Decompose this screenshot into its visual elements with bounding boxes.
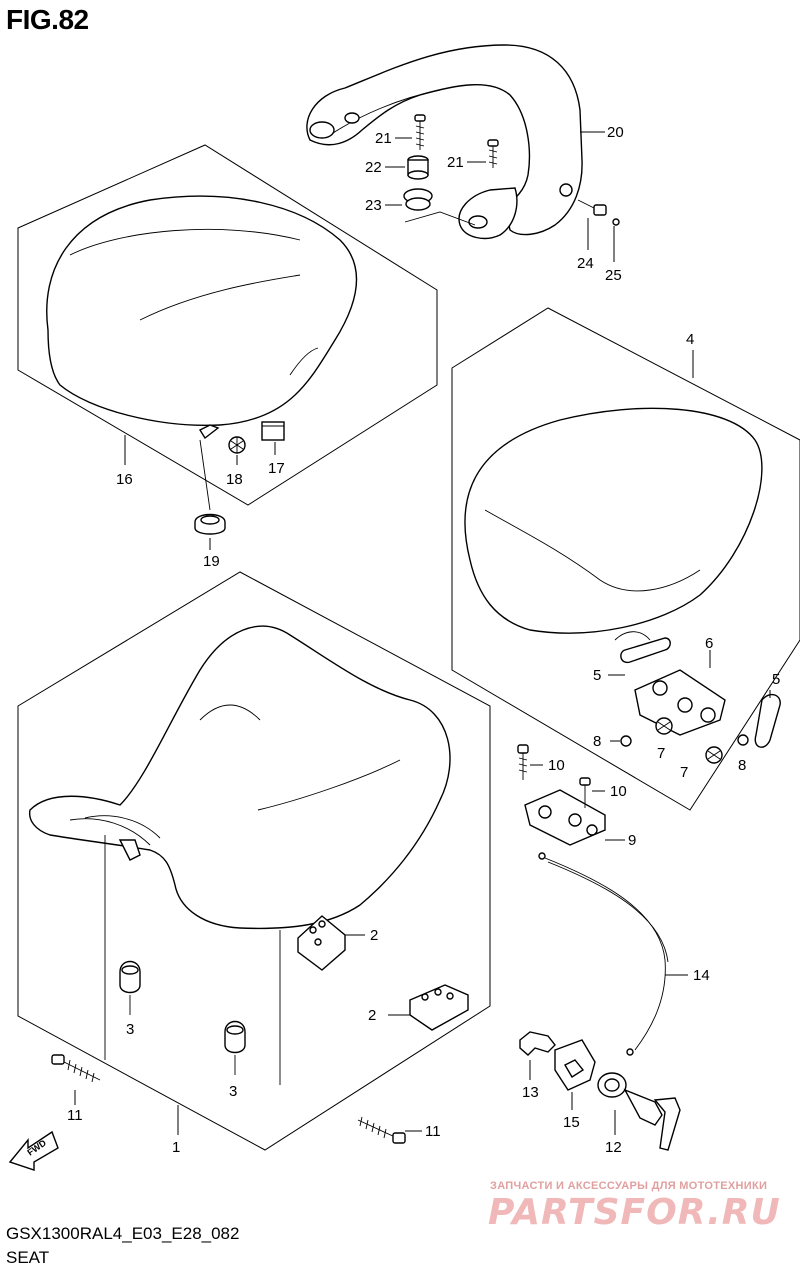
washer-8b [737,734,749,746]
seat-lock-set-12 [597,1072,681,1151]
callout-9: 9 [628,832,636,849]
pillion-seat-box [451,307,800,811]
seat-lock-cable [538,852,688,1056]
callout-21a: 21 [375,130,392,147]
bracket-6 [634,650,726,736]
cushion-3b [224,1020,246,1075]
callout-14: 14 [693,967,710,984]
callout-17: 17 [268,460,285,477]
callout-21b: 21 [447,154,464,171]
grommet-23 [403,188,476,226]
callout-8b: 8 [738,757,746,774]
seat-cowl-drawing [46,195,358,511]
callout-7b: 7 [680,764,688,781]
callout-1: 1 [172,1139,180,1156]
callout-23: 23 [365,197,382,214]
grab-rail-drawing [306,44,605,240]
callout-15: 15 [563,1114,580,1131]
callout-4: 4 [686,331,694,348]
nut-7a [655,717,673,735]
section-title: SEAT [6,1248,50,1267]
cushion-5 [754,693,781,748]
callout-8a: 8 [593,733,601,750]
bolt-10a [517,744,529,780]
main-seat-drawing [28,625,451,1135]
nut-7b [705,746,723,764]
callout-2b: 2 [368,1007,376,1024]
bolt-11b [357,1116,422,1144]
callout-5b: 5 [772,671,780,688]
washer-8a [620,735,632,747]
callout-24: 24 [577,255,594,272]
cushion-3a [119,960,141,1015]
cushion-2b [388,984,469,1031]
bolt-24 [577,199,607,216]
seat-cover-box [17,144,438,506]
watermark-tagline: ЗАПЧАСТИ И АКСЕССУАРЫ ДЛЯ МОТОТЕХНИКИ [490,1180,768,1192]
main-seat-box [17,571,491,1151]
cushion-2a [297,915,365,971]
callout-12: 12 [605,1139,622,1156]
callout-6: 6 [705,635,713,652]
watermark-logo: PARTSFOR.RU [488,1192,781,1233]
callout-19: 19 [203,553,220,570]
cover-15 [554,1039,596,1110]
model-code: GSX1300RAL4_E03_E28_082 [6,1224,240,1243]
callout-22: 22 [365,159,382,176]
callout-7a: 7 [657,745,665,762]
holder-13 [519,1031,556,1080]
fwd-arrow-icon [8,1130,59,1171]
seat-lock-drawing [524,789,625,846]
callout-11b: 11 [425,1123,441,1140]
leader-lines [209,137,771,792]
callout-10a: 10 [548,757,565,774]
callout-3b: 3 [229,1083,237,1100]
callout-2a: 2 [370,927,378,944]
callout-5a: 5 [593,667,601,684]
callout-25: 25 [605,267,622,284]
bolt-21b [487,139,499,168]
callout-3a: 3 [126,1021,134,1038]
collar-22 [407,155,429,180]
fastener-18 [228,436,246,454]
cushion-19 [194,513,226,535]
cushion-17 [261,421,285,441]
callout-10b: 10 [610,783,627,800]
callout-20: 20 [607,124,624,141]
callout-13: 13 [522,1084,539,1101]
callout-11a: 11 [67,1107,83,1124]
figure-title: FIG.82 [6,4,89,35]
callout-16: 16 [116,471,133,488]
washer-25 [612,218,620,226]
bolt-21a [414,114,426,150]
callout-18: 18 [226,471,243,488]
pillion-seat-drawing [464,407,763,664]
bolt-11a [51,1054,101,1105]
bolt-10b [579,777,591,808]
